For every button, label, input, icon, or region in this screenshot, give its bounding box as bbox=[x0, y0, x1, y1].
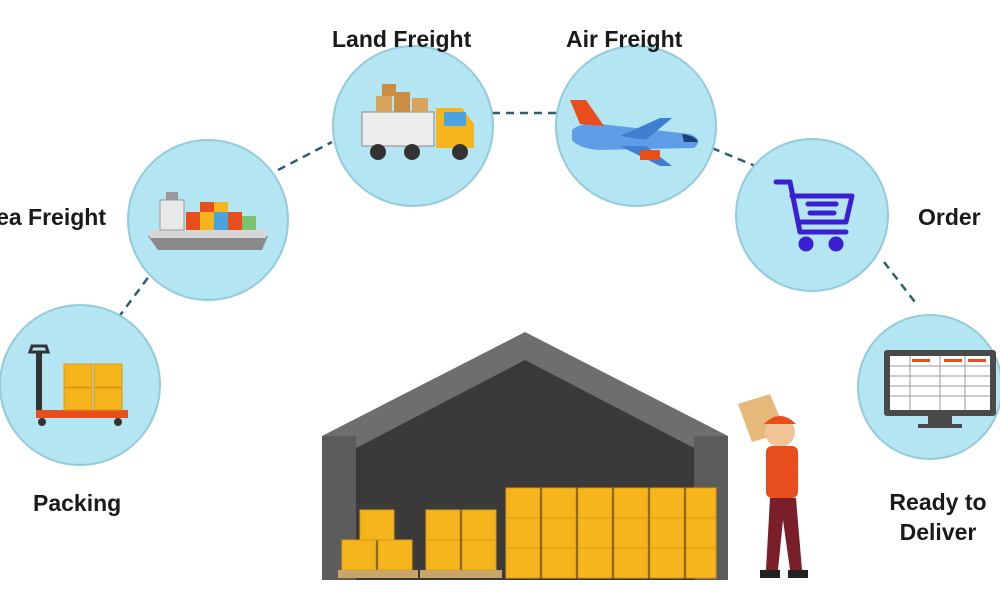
connector-packing-sea bbox=[116, 274, 152, 319]
connector-sea-land bbox=[277, 140, 333, 172]
connector-lines bbox=[116, 111, 919, 319]
connector-order-deliver bbox=[883, 261, 919, 307]
warehouse-icon bbox=[322, 332, 728, 580]
stage-label-deliver-line1: Ready to bbox=[889, 489, 987, 515]
cargo-ship-icon bbox=[148, 192, 268, 250]
circle-air bbox=[555, 45, 717, 207]
stage-label-sea: Sea Freight bbox=[0, 204, 106, 230]
airplane-icon bbox=[570, 100, 699, 166]
delivery-worker-icon bbox=[738, 394, 808, 578]
stage-label-land: Land Freight bbox=[332, 26, 472, 52]
stage-label-deliver: Ready to Deliver bbox=[878, 487, 998, 547]
stage-label-order: Order bbox=[918, 204, 981, 230]
connector-air-order bbox=[711, 146, 761, 170]
stage-label-deliver-line2: Deliver bbox=[899, 519, 977, 545]
shopping-cart-icon bbox=[773, 179, 855, 252]
pallet-jack-icon bbox=[27, 344, 128, 426]
truck-icon bbox=[361, 84, 474, 160]
monitor-table-icon bbox=[884, 350, 996, 428]
stage-label-air: Air Freight bbox=[566, 26, 683, 52]
stage-label-packing: Packing bbox=[33, 490, 122, 516]
